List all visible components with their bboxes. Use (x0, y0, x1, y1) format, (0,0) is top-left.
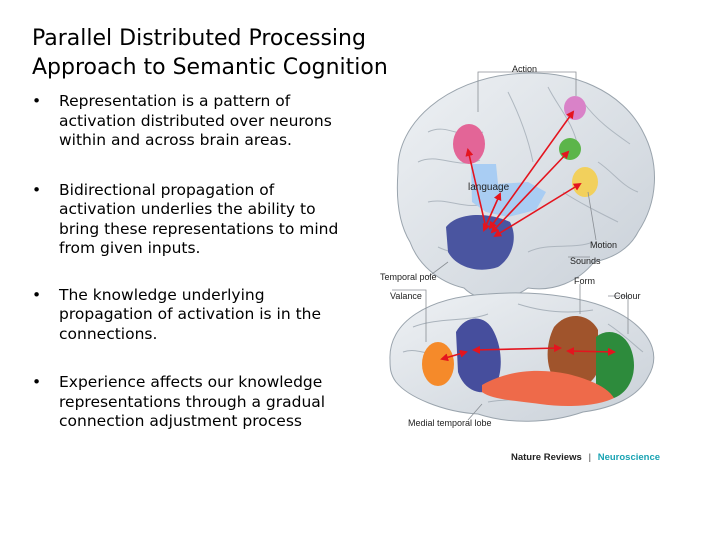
lateral-brain: Action language Motion Sounds Temporal p… (380, 64, 655, 300)
region-orange (422, 342, 454, 386)
slide-title-line-1: Parallel Distributed Processing (32, 26, 366, 51)
bullet-text: The knowledge underlying propagation of … (59, 285, 322, 343)
label-colour: Colour (614, 291, 641, 301)
region-red-orange (482, 370, 614, 406)
brain-figure-svg: Action language Motion Sounds Temporal p… (380, 64, 660, 463)
region-action (564, 96, 586, 120)
bullet-dot: • (32, 285, 42, 304)
slide-title: Parallel Distributed Processing Approach… (32, 24, 452, 82)
bullet-dot: • (32, 92, 42, 110)
lateral-arrows (465, 110, 582, 238)
label-sounds: Sounds (570, 256, 601, 266)
label-action: Action (512, 64, 537, 74)
arrow (493, 182, 582, 238)
region-navy (456, 318, 501, 393)
label-language: language (468, 182, 510, 193)
region-green-top (559, 138, 581, 160)
arrow (566, 347, 616, 356)
credit-section: Neuroscience (598, 452, 660, 463)
bullet-item: • The knowledge underlying propagation o… (30, 286, 350, 345)
arrow (472, 344, 562, 354)
bullet-text: Representation is a pattern of activatio… (59, 92, 332, 149)
bullet-item: • Bidirectional propagation of activatio… (30, 181, 350, 259)
brain-figure: Action language Motion Sounds Temporal p… (368, 52, 688, 472)
bullet-item: • Representation is a pattern of activat… (30, 92, 350, 151)
label-valance: Valance (390, 291, 422, 301)
credit-journal: Nature Reviews (511, 452, 582, 463)
bullet-text: Bidirectional propagation of activation … (59, 180, 339, 258)
medial-brain: Form Valance Colour Medial temporal lobe (389, 276, 655, 428)
figure-credit: Nature Reviews | Neuroscience (511, 452, 660, 463)
credit-separator: | (588, 452, 591, 463)
bullet-dot: • (32, 373, 42, 391)
lateral-leader-lines (427, 71, 597, 278)
arrow (482, 192, 502, 232)
bullet-text: Experience affects our knowledge represe… (59, 373, 326, 430)
bullet-dot: • (32, 180, 42, 199)
medial-arrows (440, 344, 616, 362)
label-form: Form (574, 276, 595, 286)
label-motion: Motion (590, 240, 617, 250)
slide-title-line-2: Approach to Semantic Cognition (32, 55, 388, 80)
region-yellow (572, 167, 598, 197)
svg-text:Nature Reviews |: Nature Reviews | Neuroscience (511, 452, 660, 463)
arrow (440, 349, 468, 362)
bullet-list: • Representation is a pattern of activat… (30, 92, 350, 432)
label-medial-temporal-lobe: Medial temporal lobe (408, 418, 492, 428)
label-temporal-pole: Temporal pole (380, 272, 437, 282)
medial-leader-lines (392, 284, 629, 421)
bullet-item: • Experience affects our knowledge repre… (30, 373, 350, 432)
region-motor-pink (453, 124, 485, 164)
